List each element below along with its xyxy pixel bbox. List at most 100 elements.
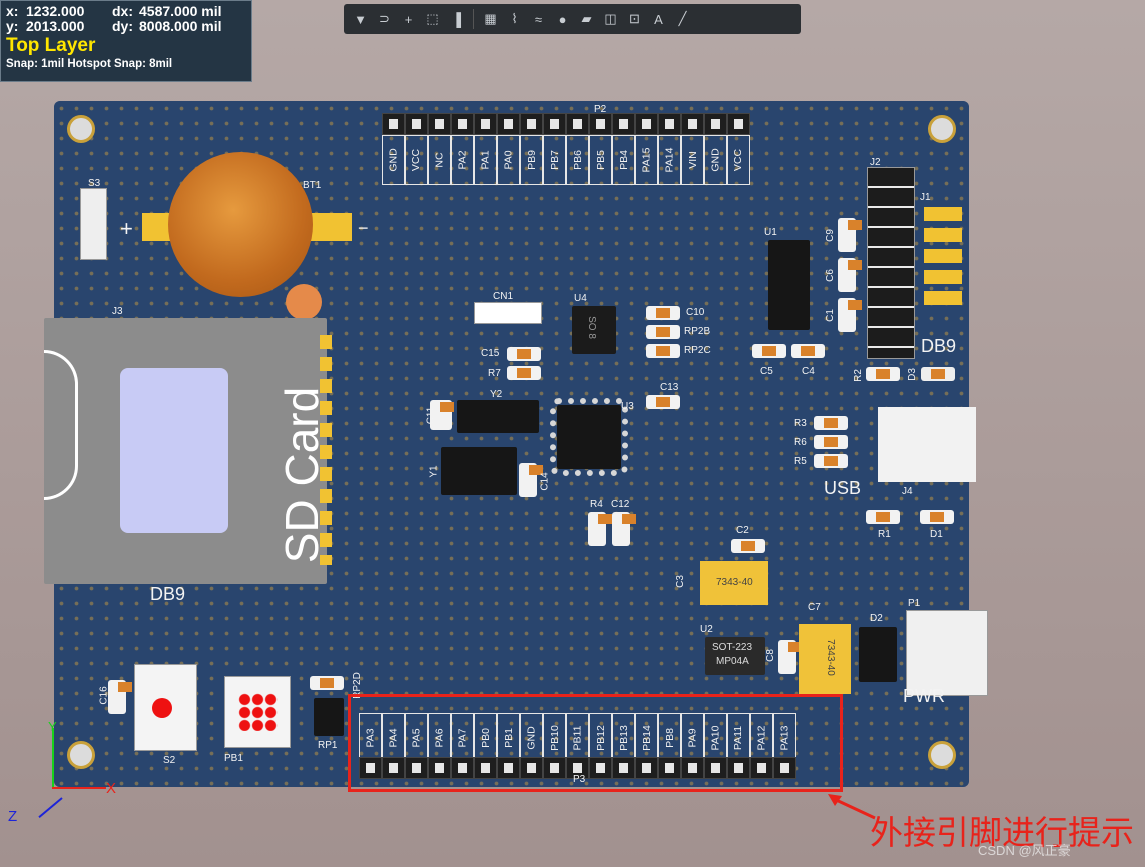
header-p3-pins[interactable] (359, 757, 796, 779)
resistor-r5[interactable] (814, 454, 848, 468)
capacitor-c8[interactable] (778, 640, 802, 674)
p3-pin[interactable] (382, 757, 405, 779)
diode-d2[interactable] (859, 627, 897, 682)
p3-pin[interactable] (750, 757, 773, 779)
resistor-r7[interactable] (507, 366, 541, 380)
line-icon[interactable]: ╱ (678, 11, 687, 26)
diff-pair-icon[interactable]: ≈ (534, 11, 543, 27)
p2-pin[interactable] (727, 113, 750, 135)
ic-u4[interactable] (572, 306, 616, 354)
switch-s2-button[interactable] (152, 698, 172, 718)
capacitor-c16[interactable] (108, 680, 132, 714)
p2-pin[interactable] (589, 113, 612, 135)
led-d3[interactable] (921, 367, 955, 381)
battery-contact (286, 284, 322, 320)
capacitor-c7[interactable] (799, 624, 851, 694)
route-icon[interactable]: ⌇ (511, 11, 518, 26)
p2-pin-label: PA0 (497, 135, 520, 185)
p2-pin[interactable] (497, 113, 520, 135)
resistor-pack-rp1[interactable] (314, 698, 344, 736)
usb-connector-j4[interactable] (878, 407, 976, 482)
text-icon[interactable]: A (654, 11, 663, 27)
p3-pin[interactable] (451, 757, 474, 779)
polygon-icon[interactable]: ▰ (581, 11, 592, 26)
resistor-r3[interactable] (814, 416, 848, 430)
p3-pin[interactable] (727, 757, 750, 779)
crystal-y2[interactable] (457, 400, 539, 433)
p2-pin[interactable] (405, 113, 428, 135)
select-rect-icon[interactable]: ⬚ (426, 11, 439, 26)
p2-pin[interactable] (635, 113, 658, 135)
component-icon[interactable]: ▦ (484, 11, 497, 26)
region-icon[interactable]: ◫ (604, 11, 617, 26)
crystal-y1[interactable] (441, 447, 517, 495)
resistor-r6[interactable] (814, 435, 848, 449)
mcu-u3[interactable] (550, 398, 628, 476)
p3-pin[interactable] (658, 757, 681, 779)
p3-pin[interactable] (566, 757, 589, 779)
interactive-route-icon[interactable]: ⊃ (379, 11, 390, 26)
resistor-r4[interactable] (588, 512, 612, 546)
connector-j2[interactable] (867, 167, 915, 359)
p3-pin[interactable] (681, 757, 704, 779)
p3-pin[interactable] (428, 757, 451, 779)
power-connector-p1[interactable] (906, 610, 988, 696)
led-d1[interactable] (920, 510, 954, 524)
p3-pin[interactable] (359, 757, 382, 779)
capacitor-c5[interactable] (752, 344, 786, 358)
switch-s3[interactable] (80, 188, 107, 260)
align-icon[interactable]: ▐ (451, 11, 462, 27)
crosshair-icon[interactable]: + (404, 11, 413, 27)
p3-pin[interactable] (520, 757, 543, 779)
p3-pin[interactable] (497, 757, 520, 779)
p2-pin-label: VIN (681, 135, 704, 185)
capacitor-c9[interactable] (838, 218, 862, 252)
p2-pin[interactable] (474, 113, 497, 135)
capacitor-c13[interactable] (646, 395, 680, 409)
capacitor-c3[interactable] (700, 561, 768, 605)
p2-pin[interactable] (704, 113, 727, 135)
capacitor-c14[interactable] (519, 463, 543, 497)
capacitor-c12[interactable] (612, 512, 636, 546)
capacitor-c10[interactable] (646, 306, 680, 320)
capacitor-c11[interactable] (430, 400, 454, 430)
p3-pin[interactable] (612, 757, 635, 779)
axis-y-line (52, 728, 54, 788)
p3-pin[interactable] (635, 757, 658, 779)
dimension-icon[interactable]: ⊡ (629, 11, 640, 26)
p3-pin[interactable] (704, 757, 727, 779)
resistor-rp2c[interactable] (646, 344, 680, 358)
p3-pin[interactable] (543, 757, 566, 779)
p2-pin[interactable] (681, 113, 704, 135)
p3-pin[interactable] (405, 757, 428, 779)
p2-pin[interactable] (543, 113, 566, 135)
capacitor-c4[interactable] (791, 344, 825, 358)
p2-pin[interactable] (658, 113, 681, 135)
via-icon[interactable]: ● (558, 11, 567, 27)
resistor-rp2b[interactable] (646, 325, 680, 339)
p2-pin[interactable] (612, 113, 635, 135)
resistor-r2[interactable] (866, 367, 900, 381)
capacitor-c1[interactable] (838, 298, 862, 332)
p3-pin[interactable] (589, 757, 612, 779)
p2-pin[interactable] (451, 113, 474, 135)
p2-pin[interactable] (566, 113, 589, 135)
header-p2-pins[interactable] (382, 113, 750, 135)
p2-pin[interactable] (382, 113, 405, 135)
p3-pin[interactable] (773, 757, 796, 779)
regulator-u2[interactable] (705, 637, 765, 675)
connector-cn1[interactable] (474, 302, 542, 324)
resistor-rp2d[interactable] (310, 676, 344, 690)
capacitor-c2[interactable] (731, 539, 765, 553)
designator-rp1: RP1 (318, 740, 338, 751)
p2-pin[interactable] (428, 113, 451, 135)
resistor-r1[interactable] (866, 510, 900, 524)
p2-pin[interactable] (520, 113, 543, 135)
designator-c12: C12 (611, 499, 630, 510)
capacitor-c15[interactable] (507, 347, 541, 361)
p3-pin[interactable] (474, 757, 497, 779)
battery-bt1[interactable] (168, 152, 313, 297)
filter-icon[interactable]: ▼ (354, 11, 367, 27)
ic-u1[interactable] (768, 240, 810, 330)
capacitor-c6[interactable] (838, 258, 862, 292)
